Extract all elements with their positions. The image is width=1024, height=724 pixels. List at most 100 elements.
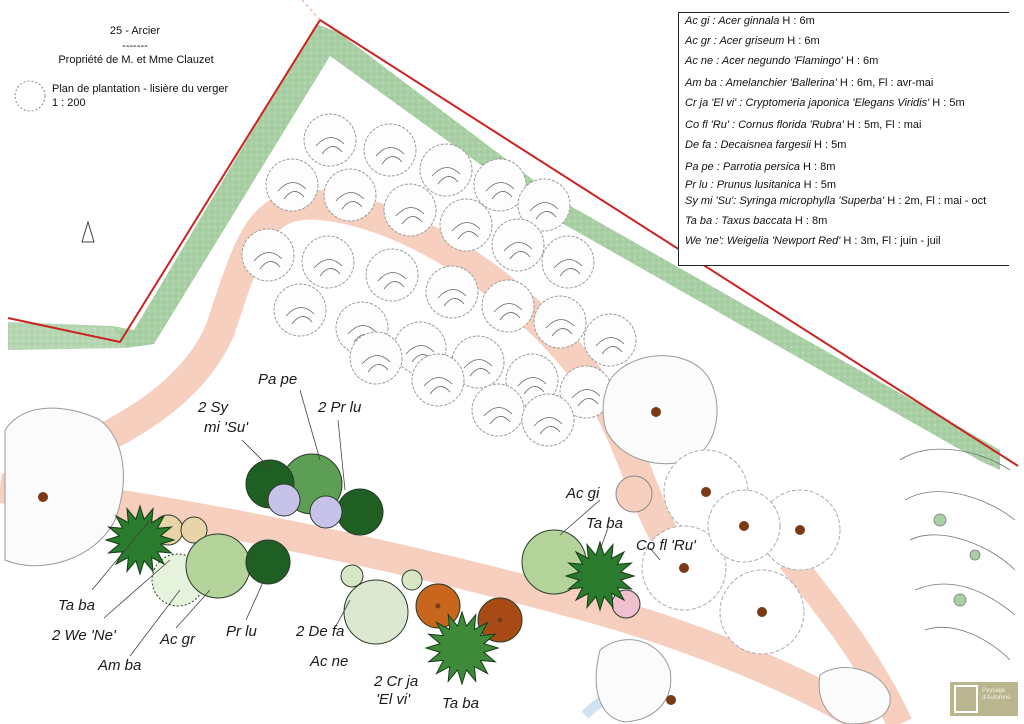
legend-species: Acer negundo 'Flamingo'	[721, 55, 843, 67]
planting-trunks	[435, 603, 503, 623]
north-arrow-icon	[81, 220, 95, 243]
legend-code: Ac gi :	[685, 15, 719, 27]
path-junction	[615, 475, 653, 513]
hedge-band-left	[8, 322, 126, 350]
legend-code: De fa :	[685, 139, 721, 151]
orchard-tree	[481, 279, 535, 333]
orchard-branch-sketch	[395, 207, 425, 225]
legend-row: We 'ne': Weigelia 'Newport Red' H : 3m, …	[685, 235, 941, 247]
existing-tree	[4, 407, 124, 567]
legend-row: Pr lu : Prunus lusitanica H : 5m	[685, 179, 836, 191]
trunk-dot	[38, 492, 48, 502]
trunk-dot	[497, 617, 503, 623]
orchard-tree	[439, 198, 493, 252]
existing-tree	[595, 639, 672, 723]
title-site: 25 - Arcier	[109, 25, 161, 37]
legend-details: H : 5m	[929, 97, 965, 109]
label-prunus-top: 2 Pr lu	[317, 399, 362, 416]
label-syringa-2: mi 'Su'	[204, 419, 249, 436]
trunk-dot	[701, 487, 711, 497]
label-syringa-1: 2 Sy	[197, 399, 230, 416]
label-weigelia: 2 We 'Ne'	[51, 627, 117, 644]
existing-tree-trunks	[38, 407, 676, 705]
legend-species: Decaisnea fargesii	[720, 139, 811, 151]
prunus-lusitanica	[245, 539, 291, 585]
orchard-trees	[241, 113, 637, 447]
cornus-trunks	[679, 487, 805, 617]
orchard-tree	[583, 313, 637, 367]
legend-details: H : 5m, Fl : mai	[843, 119, 922, 131]
label-parrotia: Pa pe	[258, 371, 297, 388]
syringa-microphylla	[267, 483, 301, 517]
orchard-tree	[517, 178, 571, 232]
trunk-dot	[739, 521, 749, 531]
orchard-branch-sketch	[533, 417, 563, 435]
acer-negundo-bud	[340, 564, 364, 588]
legend-row: Am ba : Amelanchier 'Ballerina' H : 6m, …	[685, 77, 933, 89]
label-acer-griseum: Ac gr	[159, 631, 196, 648]
orchard-branch-sketch	[253, 252, 283, 270]
label-cryptomeria-1: 2 Cr ja	[373, 673, 418, 690]
label-taxus-left: Ta ba	[58, 597, 95, 614]
right-edge-shrubs	[899, 448, 1016, 661]
footpath-main	[0, 473, 879, 724]
orchard-tree	[419, 143, 473, 197]
legend-row: Cr ja 'El vi' : Cryptomeria japonica 'El…	[685, 97, 965, 109]
legend-details: H : 3m, Fl : juin - juil	[840, 235, 941, 247]
legend-species: Weigelia 'Newport Red'	[726, 235, 841, 247]
title-plan: Plan de plantation - lisière du verger	[52, 83, 229, 95]
legend-code: Ac ne :	[685, 55, 722, 67]
orchard-tree	[425, 265, 479, 319]
legend-row: Ac gi : Acer ginnala H : 6m	[685, 15, 815, 27]
orchard-branch-sketch	[431, 167, 461, 185]
legend-species: Prunus lusitanica	[716, 179, 801, 191]
legend-species: Acer griseum	[719, 35, 785, 47]
legend-details: H : 6m, Fl : avr-mai	[836, 77, 934, 89]
orchard-tree	[411, 353, 465, 407]
legend-row: Pa pe : Parrotia persica H : 8m	[685, 161, 835, 173]
legend-code: Co fl 'Ru' :	[685, 119, 739, 131]
legend-details: H : 5m	[810, 139, 847, 151]
title-owner: Propriété de M. et Mme Clauzet	[58, 54, 214, 66]
orchard-branch-sketch	[545, 319, 575, 337]
taxus-baccata	[564, 540, 636, 612]
orchard-branch-sketch	[595, 337, 625, 355]
legend-details: H : 5m	[800, 179, 837, 191]
taxus-baccata	[424, 610, 500, 686]
label-cryptomeria-2: 'El vi'	[376, 691, 411, 708]
orchard-tree	[301, 235, 355, 289]
label-acer-ginnala: Ac gi	[565, 485, 600, 502]
new-plantings	[151, 453, 641, 645]
legend-details: H : 6m	[784, 35, 820, 47]
orchard-tree	[521, 393, 575, 447]
scale-circle-icon	[14, 80, 46, 112]
label-taxus-right: Ta ba	[586, 515, 623, 532]
legend-species: Parrotia persica	[722, 161, 800, 173]
legend-species: Acer ginnala	[718, 15, 780, 27]
orchard-branch-sketch	[451, 222, 481, 240]
orchard-tree	[349, 331, 403, 385]
orchard-branch-sketch	[553, 259, 583, 277]
label-amelanchier: Am ba	[97, 657, 141, 674]
orchard-branch-sketch	[315, 137, 345, 155]
label-cornus: Co fl 'Ru'	[636, 537, 697, 554]
legend-species: Taxus baccata	[721, 215, 792, 227]
legend-code: Cr ja 'El vi' :	[685, 97, 746, 109]
legend-details: H : 6m	[842, 55, 879, 67]
orchard-tree	[241, 228, 295, 282]
property-line	[7, 18, 1019, 467]
prunus-lusitanica	[336, 488, 384, 536]
existing-tree	[818, 667, 891, 724]
label-taxus-bottom: Ta ba	[442, 695, 479, 712]
legend-details: H : 6m	[779, 15, 815, 27]
orchard-branch-sketch	[277, 182, 307, 200]
label-prunus-bottom: Pr lu	[226, 623, 258, 640]
legend-code: Am ba :	[685, 77, 726, 89]
orchard-branch-sketch	[485, 182, 515, 200]
orchard-tree	[471, 383, 525, 437]
orchard-branch-sketch	[571, 389, 601, 407]
orchard-tree	[491, 218, 545, 272]
legend-details: H : 8m	[791, 215, 828, 227]
taxus-baccata	[104, 504, 176, 576]
